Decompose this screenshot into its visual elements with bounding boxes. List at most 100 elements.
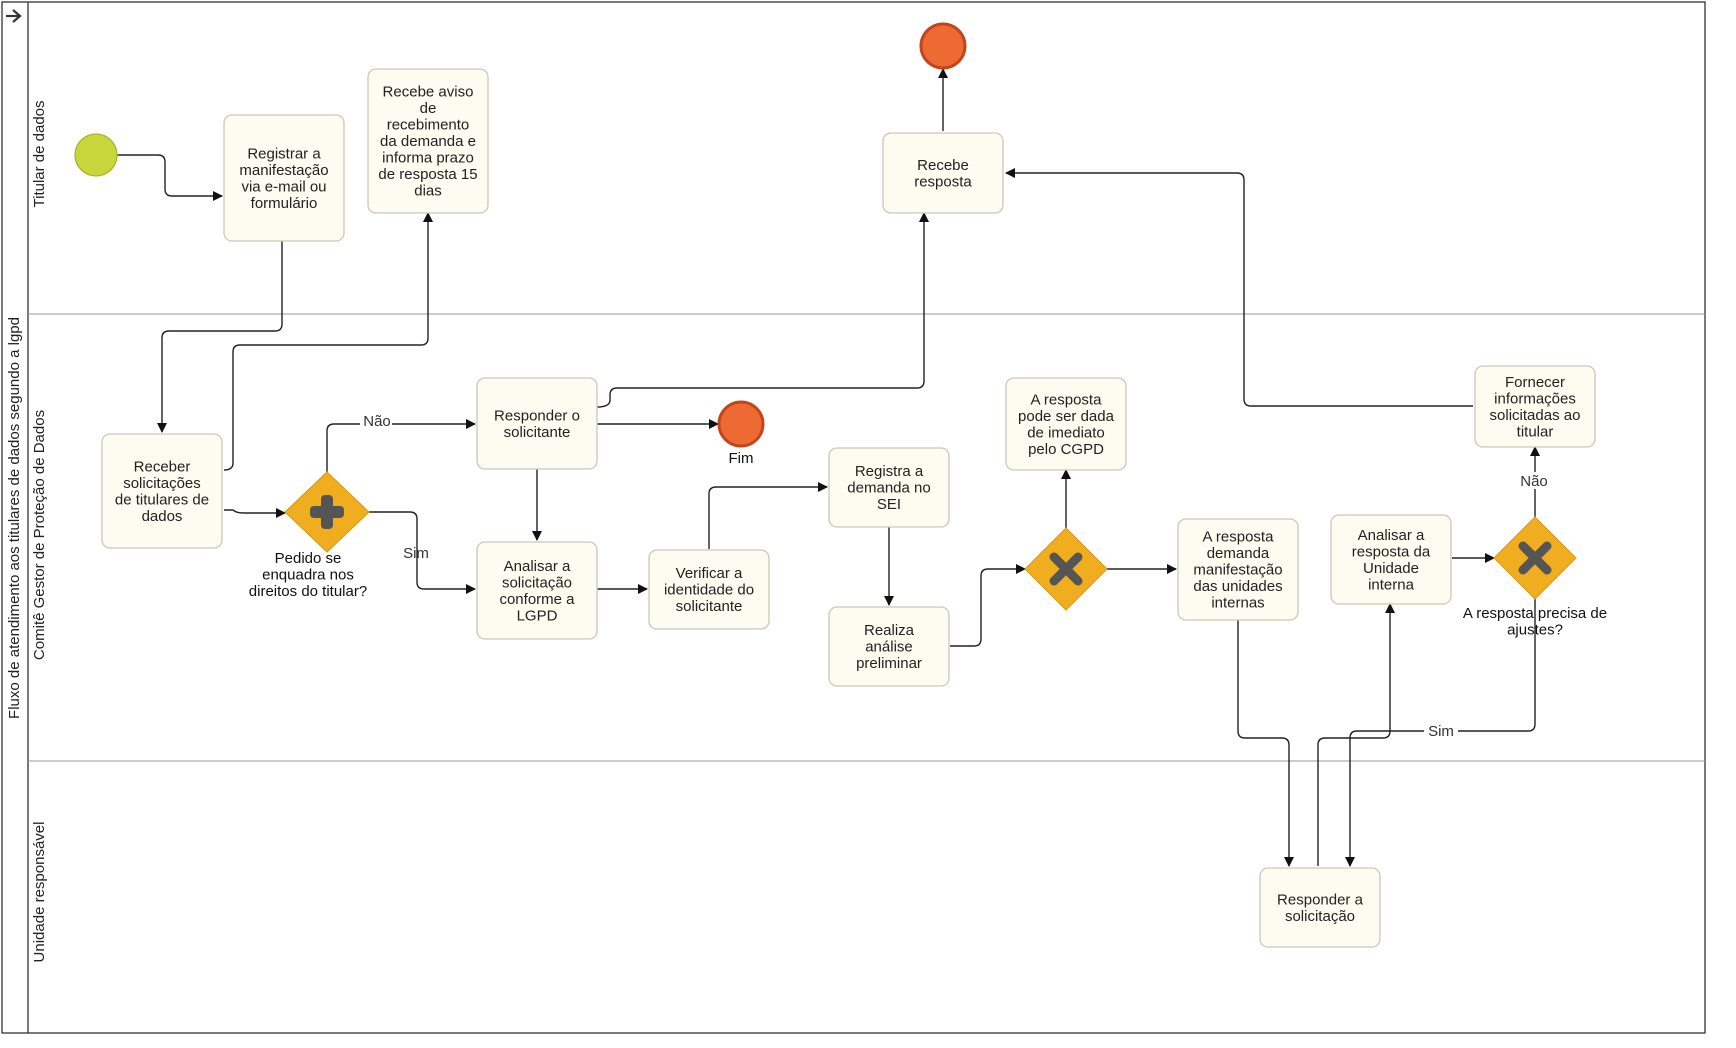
task-label-line: solicitação (502, 574, 572, 591)
task-box[interactable] (828, 447, 950, 528)
close-icon (1049, 552, 1083, 586)
task-label-line: de titulares de (115, 491, 209, 508)
gateway-label-line: enquadra nos (262, 567, 354, 584)
flow-registrar-receber (157, 241, 283, 433)
flow-gateway-analisar (369, 511, 476, 594)
task-label-line: pelo CGPD (1028, 441, 1104, 458)
task-box[interactable] (476, 377, 598, 470)
task-label-line: demanda no (847, 480, 930, 497)
task-label-line: Realiza (864, 622, 915, 639)
task-label-line: dados (142, 508, 183, 525)
task-label-line: Fornecer (1505, 374, 1565, 391)
gateway-resposta-imediata[interactable] (1024, 527, 1108, 611)
task-box[interactable] (223, 114, 345, 242)
end-event-fim[interactable] (717, 400, 765, 448)
task-box[interactable] (1330, 514, 1452, 605)
close-icon (1518, 541, 1552, 575)
lane-title-unidade: Unidade responsável (31, 822, 48, 963)
task-label-line: manifestação (1193, 562, 1282, 579)
task-label-line: resposta (914, 173, 972, 190)
task-label-line: solicitação (1285, 908, 1355, 925)
task-label-line: internas (1211, 595, 1264, 612)
task-box[interactable] (828, 606, 950, 687)
task-box[interactable] (476, 541, 598, 640)
task-label-line: SEI (877, 496, 901, 513)
task-label-line: formulário (251, 195, 318, 212)
task-label-line: pode ser dada (1018, 408, 1115, 425)
end-event-titular[interactable] (919, 22, 967, 70)
gateway-label-line: direitos do titular? (249, 583, 367, 600)
flow-verificar-registra (708, 482, 828, 549)
task-label-line: manifestação (239, 162, 328, 179)
task-label-line: A resposta (1203, 529, 1275, 546)
task-box[interactable] (1474, 365, 1596, 448)
flow-label-nao-2: Não (1520, 473, 1548, 490)
task-label-line: Recebe (917, 157, 969, 174)
task-box[interactable] (648, 549, 770, 630)
lane-title-comite: Comitê Gestor de Proteção de Dados (31, 410, 48, 660)
task-label-line: Analisar a (1358, 527, 1425, 544)
task-label-line: de imediato (1027, 424, 1105, 441)
task-box[interactable] (882, 132, 1004, 214)
task-label-line: de (420, 100, 437, 117)
task-box[interactable] (1177, 518, 1299, 621)
task-label-line: da demanda e (380, 133, 476, 150)
task-label-line: Responder o (494, 407, 580, 424)
flow-label-nao-1: Não (363, 413, 391, 430)
arrow-right-icon[interactable] (6, 9, 22, 23)
task-label-line: recebimento (387, 117, 470, 134)
events: Fim (74, 22, 967, 467)
start-event[interactable] (74, 133, 118, 177)
pool-title: Fluxo de atendimento aos titulares de da… (6, 317, 23, 719)
task-label-line: Analisar a (504, 558, 571, 575)
task-label-line: dias (414, 183, 442, 200)
task-box[interactable] (1005, 377, 1127, 471)
task-box[interactable] (367, 68, 489, 214)
lane-title-titular: Titular de dados (31, 100, 48, 207)
task-label-line: Receber (134, 458, 191, 475)
flow-realiza-gateway (950, 564, 1026, 647)
task-label-line: Responder a (1277, 891, 1364, 908)
flow-receber-gateway (224, 508, 286, 518)
task-label-line: identidade do (664, 582, 754, 599)
flow-responder-recebe-resposta (596, 212, 929, 408)
task-label-line: demanda (1207, 545, 1270, 562)
task-label-line: LGPD (517, 607, 558, 624)
task-box[interactable] (101, 433, 223, 549)
task-label-line: informações (1494, 391, 1576, 408)
flow-start-registrar (117, 154, 223, 201)
task-label-line: Verificar a (676, 565, 743, 582)
task-label-line: conforme a (499, 591, 575, 608)
gateway-label-line: Pedido se (275, 550, 342, 567)
gateway-pedido[interactable] (284, 471, 370, 553)
task-box[interactable] (1259, 867, 1381, 948)
gateway-resposta-ajustes[interactable] (1493, 516, 1577, 600)
